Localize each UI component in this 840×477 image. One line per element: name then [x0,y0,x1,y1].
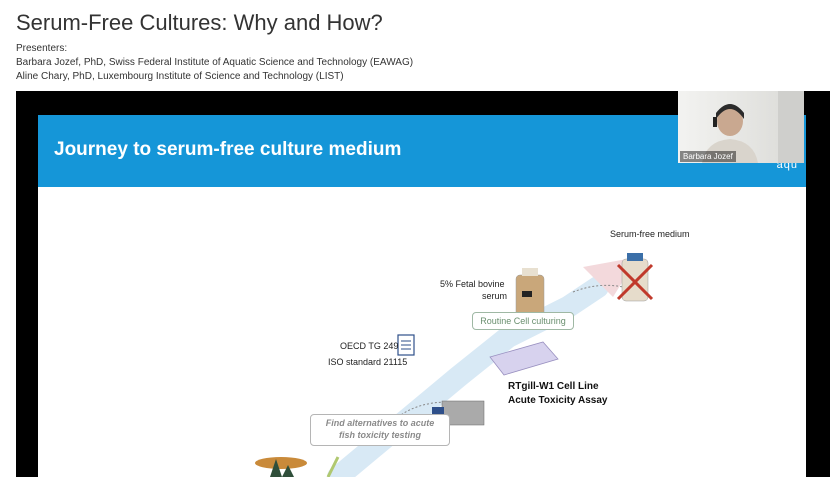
presenters-block: Presenters: Barbara Jozef, PhD, Swiss Fe… [16,42,413,84]
fbs-label-line2: serum [482,291,508,301]
webcam-name-label: Barbara Jozef [680,151,736,162]
slide-title: Journey to serum-free culture medium [54,139,402,160]
presenter-1: Barbara Jozef, PhD, Swiss Federal Instit… [16,57,414,68]
pond-shape [255,457,307,469]
webcam-door [778,91,804,163]
fbs-label-line1: 5% Fetal bovine [440,279,505,289]
fbs-bottle-icon [515,268,545,318]
presenter-2: Aline Chary, PhD, Luxembourg Institute o… [16,71,344,82]
cell-line-label-line2: Acute Toxicity Assay [508,395,608,406]
slide: Journey to serum-free culture medium aqu [38,115,806,477]
tree-icon-2 [282,465,294,477]
clipboard-icon [397,334,415,356]
page-title: Serum-Free Cultures: Why and How? [16,10,383,35]
landscape-arrow [326,456,340,477]
oecd-label: OECD TG 249 [340,341,399,351]
serum-free-bottle-icon [616,253,654,302]
webcam-overlay[interactable]: Barbara Jozef [678,91,804,163]
routine-pill: Routine Cell culturing [472,312,574,330]
serum-free-label: Serum-free medium [610,229,690,239]
presenters-label: Presenters: [16,43,68,54]
dotted-arrow-1 [572,284,624,293]
alternatives-line1: Find alternatives to acute [325,418,435,428]
cell-line-label-line1: RTgill-W1 Cell Line [508,381,599,392]
alternatives-pill: Find alternatives to acute fish toxicity… [310,414,450,446]
tree-icon [270,459,282,477]
alternatives-line2: fish toxicity testing [338,430,421,440]
video-player[interactable]: Journey to serum-free culture medium aqu [16,91,830,477]
well-plate-icon [489,341,559,376]
presenter-person [702,104,758,163]
iso-label: ISO standard 21115 [328,357,408,367]
